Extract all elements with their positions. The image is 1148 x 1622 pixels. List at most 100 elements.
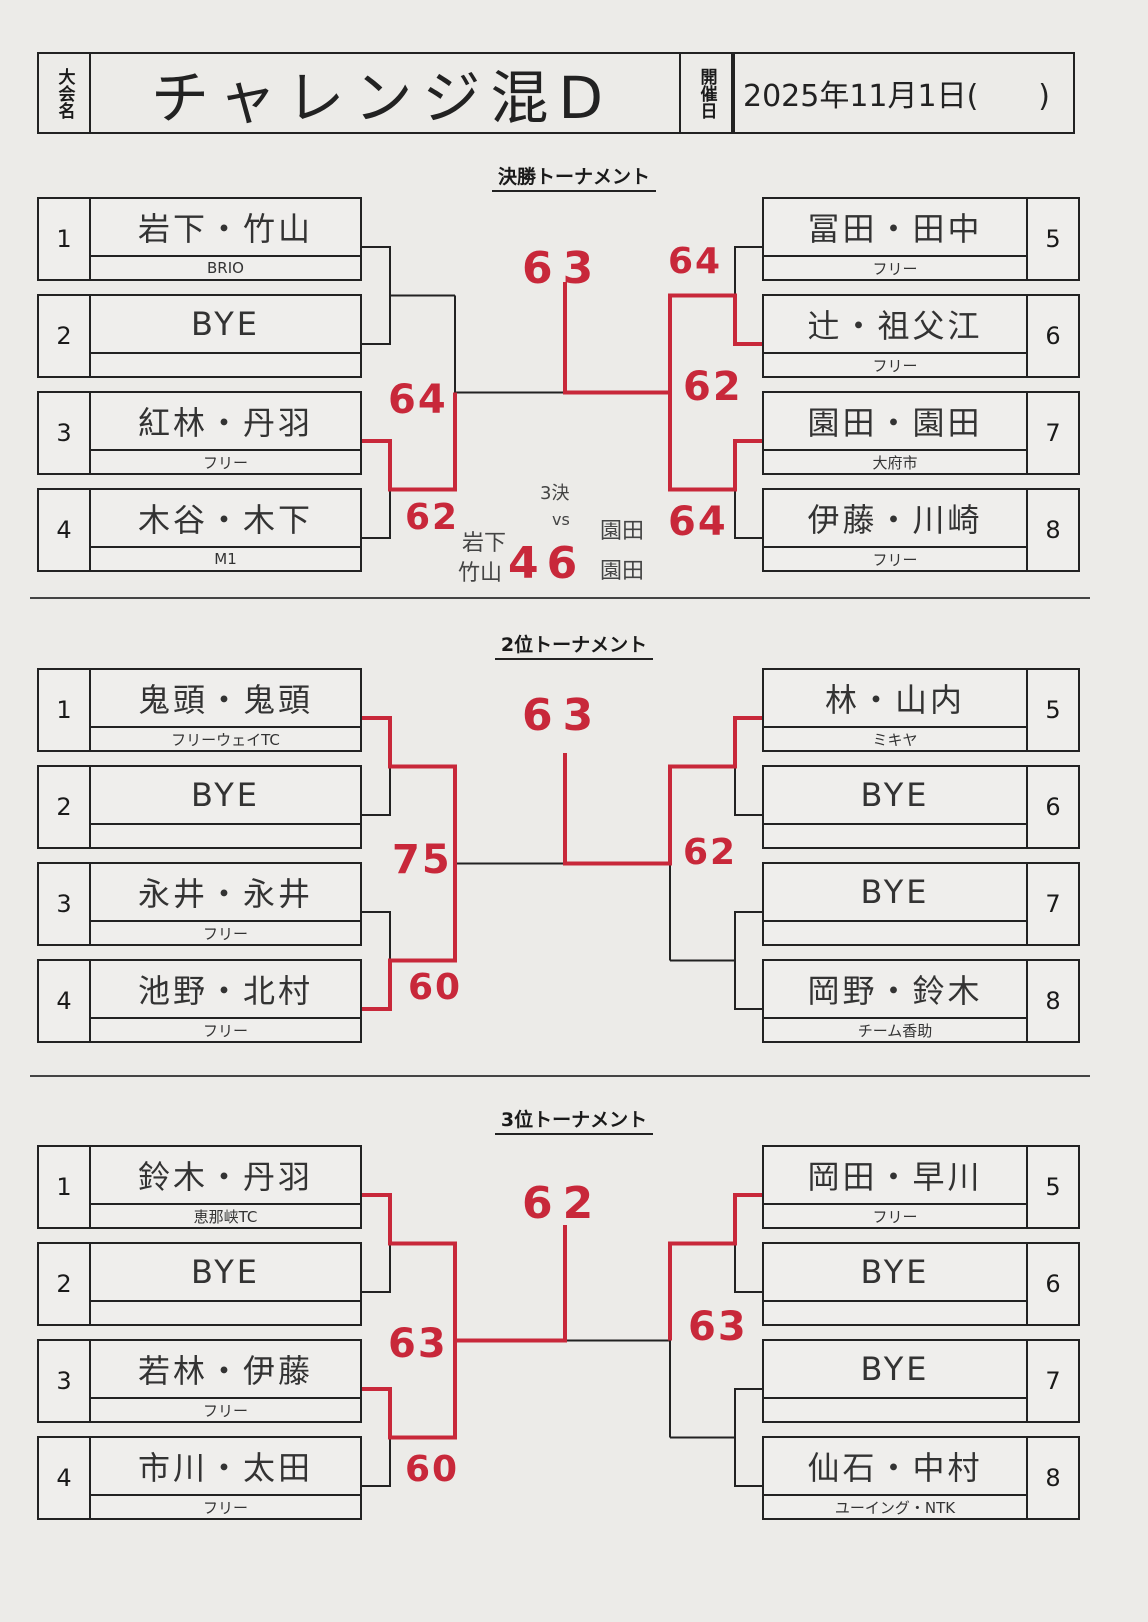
section-title-third: 3位トーナメント xyxy=(0,1105,1148,1135)
team-club: ミキヤ xyxy=(872,730,918,749)
team-name: BYE xyxy=(764,1244,1026,1302)
team-club: フリー xyxy=(202,1498,248,1517)
team-name: 仙石・中村 xyxy=(764,1438,1026,1496)
team-club xyxy=(91,825,360,847)
third-place-left-1: 岩下 xyxy=(462,531,507,556)
seed-number: 7 xyxy=(1026,864,1078,944)
seed-number: 5 xyxy=(1026,670,1078,750)
third-place-right-1: 園田 xyxy=(600,519,645,544)
third-place-right-2: 園田 xyxy=(600,559,645,584)
team-name: 岡野・鈴木 xyxy=(764,961,1026,1019)
seed-number: 7 xyxy=(1026,1341,1078,1421)
seed-number: 6 xyxy=(1026,1244,1078,1324)
seed-number: 1 xyxy=(39,670,91,750)
team-club: フリー xyxy=(872,356,918,375)
team-name: BYE xyxy=(764,1341,1026,1399)
seed-number: 5 xyxy=(1026,199,1078,279)
final-score: 63 xyxy=(522,243,604,294)
seed-number: 5 xyxy=(1026,1147,1078,1227)
final-score: 63 xyxy=(522,690,604,741)
event-name: チャレンジ混D xyxy=(91,54,681,132)
seed-number: 8 xyxy=(1026,1438,1078,1518)
team-name: 岡田・早川 xyxy=(764,1147,1026,1205)
team-club: フリー xyxy=(872,259,918,278)
team-club: ユーイング・NTK xyxy=(834,1498,956,1517)
seed-number: 3 xyxy=(39,393,91,473)
team-club xyxy=(764,922,1026,944)
semi-score-left: 75 xyxy=(392,837,452,883)
team-club: チーム香助 xyxy=(857,1021,933,1040)
winner-path xyxy=(362,716,457,1011)
team-name: 伊藤・川崎 xyxy=(764,490,1026,548)
team-club: フリー xyxy=(202,924,248,943)
third-place-vs: vs xyxy=(552,510,570,529)
winner-path xyxy=(362,392,457,492)
round1-score-left: 62 xyxy=(405,497,460,538)
team-club: BRIO xyxy=(207,259,244,277)
team-name: 若林・伊藤 xyxy=(91,1341,360,1399)
team-name: 紅林・丹羽 xyxy=(91,393,360,451)
seed-number: 3 xyxy=(39,1341,91,1421)
section-title-text: 決勝トーナメント xyxy=(491,166,656,192)
team-name: 市川・太田 xyxy=(91,1438,360,1496)
team-club: M1 xyxy=(214,550,237,568)
date-label: 開催日 xyxy=(681,54,733,132)
team-club: フリー xyxy=(202,453,248,472)
seed-number: 4 xyxy=(39,490,91,570)
team-name: BYE xyxy=(91,767,360,825)
team-name: 冨田・田中 xyxy=(764,199,1026,257)
winner-path xyxy=(668,1193,762,1341)
team-club: 大府市 xyxy=(872,453,918,472)
semi-score-right: 62 xyxy=(683,832,738,873)
seed-number: 2 xyxy=(39,296,91,376)
semi-score-left: 63 xyxy=(388,1321,448,1367)
team-name: 鬼頭・鬼頭 xyxy=(91,670,360,728)
team-club: フリー xyxy=(872,550,918,569)
seed-number: 1 xyxy=(39,199,91,279)
seed-number: 7 xyxy=(1026,393,1078,473)
team-name: 池野・北村 xyxy=(91,961,360,1019)
team-club xyxy=(764,825,1026,847)
team-name: 辻・祖父江 xyxy=(764,296,1026,354)
team-club xyxy=(91,354,360,376)
team-name: 園田・園田 xyxy=(764,393,1026,451)
winner-path xyxy=(362,1193,457,1440)
semi-score-left: 64 xyxy=(388,377,448,423)
team-name: 岩下・竹山 xyxy=(91,199,360,257)
team-name: BYE xyxy=(764,767,1026,825)
team-name: BYE xyxy=(91,296,360,354)
seed-number: 1 xyxy=(39,1147,91,1227)
section-title-second: 2位トーナメント xyxy=(0,630,1148,660)
seed-number: 4 xyxy=(39,1438,91,1518)
seed-number: 6 xyxy=(1026,296,1078,376)
team-club: フリーウェイTC xyxy=(171,730,280,749)
seed-number: 2 xyxy=(39,1244,91,1324)
team-club: フリー xyxy=(872,1207,918,1226)
seed-number: 6 xyxy=(1026,767,1078,847)
team-club: フリー xyxy=(202,1021,248,1040)
third-place-score: 46 xyxy=(508,538,586,589)
event-name-label: 大会名 xyxy=(39,54,91,132)
team-name: BYE xyxy=(764,864,1026,922)
team-name: 林・山内 xyxy=(764,670,1026,728)
seed-number: 2 xyxy=(39,767,91,847)
winner-path xyxy=(563,716,762,866)
